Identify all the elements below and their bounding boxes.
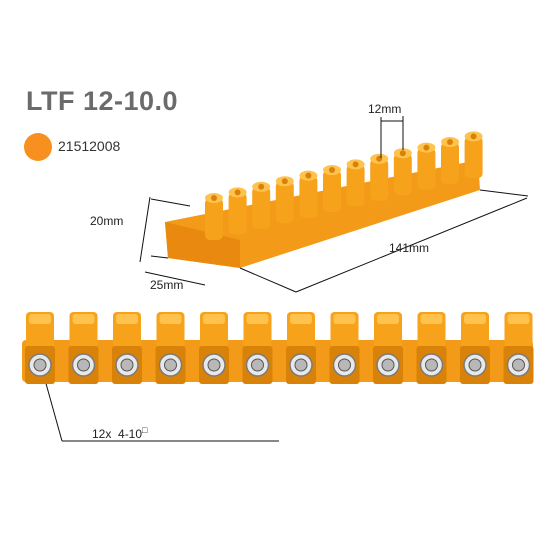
screw-head-icon bbox=[381, 358, 395, 372]
height-ext-bottom bbox=[150, 255, 169, 259]
screw-head-icon bbox=[294, 358, 308, 372]
perspective-unit bbox=[275, 176, 294, 224]
front-unit-highlight bbox=[377, 314, 399, 324]
product-title: LTF 12-10.0 bbox=[26, 86, 179, 116]
front-unit bbox=[25, 312, 55, 384]
front-unit bbox=[503, 312, 534, 384]
perspective-units bbox=[205, 131, 483, 240]
spec-label: 12x 4-10□ bbox=[92, 425, 147, 441]
screw-hole-icon bbox=[423, 144, 430, 151]
screw-hole-icon bbox=[258, 183, 265, 190]
front-unit-highlight bbox=[29, 314, 51, 324]
depth-label: 25mm bbox=[150, 278, 184, 292]
front-unit bbox=[460, 312, 490, 384]
front-unit bbox=[155, 312, 186, 384]
front-unit bbox=[286, 312, 316, 384]
height-label: 20mm bbox=[90, 214, 124, 228]
perspective-unit bbox=[441, 137, 459, 184]
dimension-lines bbox=[39, 116, 529, 442]
front-unit bbox=[68, 312, 99, 384]
perspective-unit-body bbox=[299, 175, 318, 218]
front-unit-highlight bbox=[420, 314, 443, 324]
front-unit-highlight bbox=[246, 314, 269, 324]
perspective-unit-body bbox=[464, 136, 483, 179]
perspective-unit-body bbox=[275, 181, 294, 224]
perspective-unit bbox=[370, 153, 389, 201]
screw-head-icon bbox=[425, 358, 438, 372]
perspective-unit-body bbox=[370, 158, 389, 201]
screw-hole-icon bbox=[281, 178, 288, 185]
perspective-unit bbox=[323, 165, 341, 212]
front-unit-highlight bbox=[290, 314, 312, 324]
block-end-face bbox=[165, 222, 240, 268]
length-ext-right bbox=[479, 189, 529, 197]
perspective-unit bbox=[205, 193, 223, 240]
front-unit bbox=[329, 312, 360, 384]
length-label: 141mm bbox=[389, 241, 430, 255]
perspective-unit-body bbox=[228, 192, 247, 235]
screw-head-icon bbox=[120, 358, 134, 372]
length-ext-left bbox=[239, 267, 297, 293]
perspective-unit bbox=[417, 142, 436, 190]
perspective-unit bbox=[252, 181, 271, 229]
screw-head-icon bbox=[33, 358, 47, 372]
pitch-label: 12mm bbox=[368, 102, 402, 116]
perspective-unit-body bbox=[205, 198, 223, 240]
screw-hole-icon bbox=[447, 139, 453, 145]
height-ext-top bbox=[150, 198, 191, 207]
screw-hole-icon bbox=[305, 172, 312, 179]
depth-dim-line bbox=[144, 271, 206, 286]
screw-hole-icon bbox=[234, 189, 241, 196]
screw-hole-icon bbox=[470, 133, 477, 140]
color-code: 21512008 bbox=[58, 138, 121, 154]
perspective-unit-body bbox=[346, 164, 365, 207]
front-unit bbox=[416, 312, 447, 384]
perspective-unit-body bbox=[417, 147, 436, 190]
screw-hole-icon bbox=[352, 161, 359, 168]
screw-head-icon bbox=[251, 358, 264, 372]
perspective-unit-body bbox=[393, 153, 412, 196]
front-unit-highlight bbox=[507, 314, 530, 324]
front-unit-highlight bbox=[464, 314, 486, 324]
front-unit bbox=[112, 312, 142, 384]
front-unit-highlight bbox=[72, 314, 95, 324]
length-dim-line bbox=[295, 197, 528, 293]
screw-hole-icon bbox=[329, 167, 335, 173]
color-swatch bbox=[24, 133, 52, 161]
screw-hole-icon bbox=[399, 150, 406, 157]
front-unit-highlight bbox=[116, 314, 138, 324]
perspective-unit-body bbox=[441, 142, 459, 184]
screw-head-icon bbox=[468, 358, 482, 372]
screw-hole-icon bbox=[211, 195, 217, 201]
perspective-unit bbox=[464, 131, 483, 179]
front-units bbox=[25, 312, 534, 384]
front-unit bbox=[199, 312, 229, 384]
perspective-unit bbox=[299, 170, 318, 218]
height-dim-line bbox=[139, 196, 151, 263]
screw-head-icon bbox=[512, 358, 525, 372]
front-unit bbox=[242, 312, 273, 384]
front-view-block bbox=[22, 312, 534, 384]
perspective-unit-body bbox=[252, 186, 271, 229]
perspective-unit bbox=[228, 187, 247, 235]
front-base bbox=[22, 340, 533, 382]
screw-head-icon bbox=[338, 358, 351, 372]
front-unit-highlight bbox=[159, 314, 182, 324]
spec-text: 12x 4-10 bbox=[92, 427, 143, 441]
screw-head-icon bbox=[77, 358, 90, 372]
screw-head-icon bbox=[164, 358, 177, 372]
square-unit-mark: □ bbox=[142, 425, 148, 435]
perspective-unit-body bbox=[323, 170, 341, 212]
perspective-unit bbox=[346, 159, 365, 207]
screw-head-icon bbox=[207, 358, 221, 372]
perspective-block bbox=[165, 131, 483, 268]
front-unit-highlight bbox=[203, 314, 225, 324]
front-unit bbox=[373, 312, 403, 384]
front-unit-highlight bbox=[333, 314, 356, 324]
perspective-unit bbox=[393, 148, 412, 196]
